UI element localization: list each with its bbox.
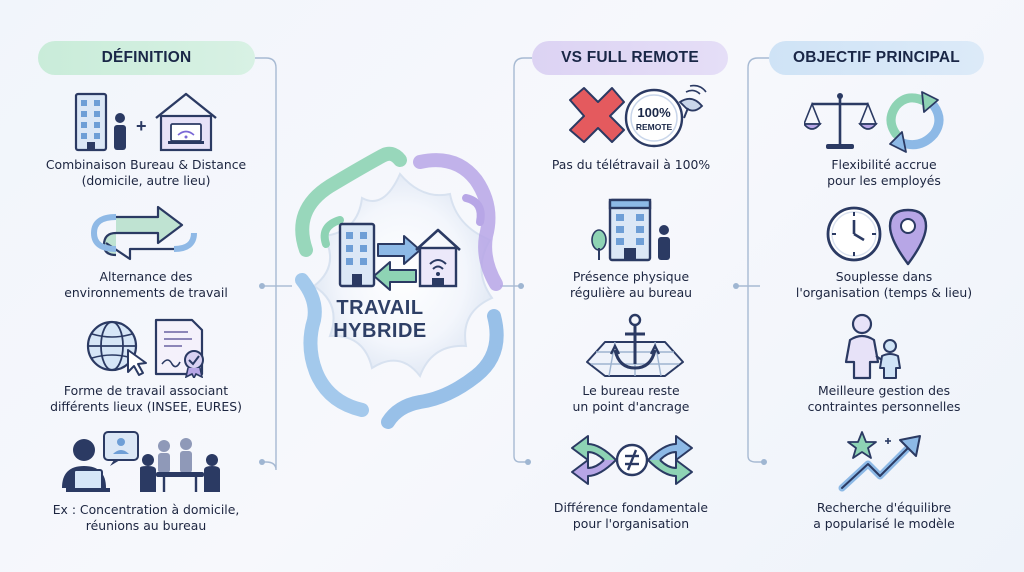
definition-item-1-icons: +: [74, 92, 217, 152]
exchange-arrows-icon: [373, 235, 421, 291]
badge-text-percent: 100%: [637, 105, 671, 120]
definition-item-3-icons: [86, 318, 204, 378]
caption-line: Alternance des: [99, 269, 193, 284]
caption-line: (domicile, autre lieu): [81, 173, 211, 188]
video-call-icon: [62, 431, 139, 492]
section-title-definition: DÉFINITION: [38, 41, 255, 75]
objectif-item-4-caption: Recherche d'équilibre a popularisé le mo…: [764, 500, 1004, 532]
parent-child-icon: [844, 313, 901, 380]
anchor-map-icon: [586, 313, 684, 377]
location-pin-icon: [888, 208, 928, 266]
caption-line: Présence physique: [572, 269, 690, 284]
tree-icon: [591, 229, 607, 260]
caption-line: Ex : Concentration à domicile,: [52, 502, 240, 517]
vs-item-4-caption: Différence fondamentale pour l'organisat…: [519, 500, 743, 532]
definition-item-3-caption: Forme de travail associant différents li…: [28, 383, 264, 415]
vs-item-3-caption: Le bureau reste un point d'ancrage: [519, 383, 743, 415]
caption-line: pour les employés: [827, 173, 941, 188]
star-trend-up-icon: [838, 431, 921, 492]
center-badge: [295, 146, 504, 429]
vs-item-1-icons: 100% REMOTE: [569, 84, 707, 148]
globe-cursor-icon: [86, 320, 147, 376]
caption-line: environnements de travail: [64, 285, 228, 300]
center-title-line-2: HYBRIDE: [333, 320, 427, 342]
section-title-vs-full-remote: VS FULL REMOTE: [532, 41, 728, 75]
definition-item-4-icons: [62, 431, 220, 492]
caption-line: Pas du télétravail à 100%: [551, 157, 711, 172]
center-title: TRAVAIL HYBRIDE: [300, 297, 460, 343]
caption-line: pour l'organisation: [572, 516, 690, 531]
definition-item-4-caption: Ex : Concentration à domicile, réunions …: [28, 502, 264, 534]
definition-item-2-caption: Alternance des environnements de travail: [28, 269, 264, 301]
caption-line: a popularisé le modèle: [813, 516, 955, 531]
plus-icon: +: [136, 116, 147, 136]
office-building-icon: [608, 198, 652, 262]
objectif-item-1-caption: Flexibilité accrue pour les employés: [764, 157, 1004, 189]
vs-item-2-caption: Présence physique régulière au bureau: [519, 269, 743, 301]
person-icon: [114, 113, 126, 150]
caption-line: régulière au bureau: [569, 285, 693, 300]
caption-line: réunions au bureau: [85, 518, 207, 533]
vs-item-1-caption: Pas du télétravail à 100%: [519, 157, 743, 173]
alternating-arrows-icon: [90, 205, 197, 261]
remote-badge-icon: 100% REMOTE: [624, 88, 684, 148]
caption-line: Combinaison Bureau & Distance: [45, 157, 247, 172]
caption-line: Flexibilité accrue: [831, 157, 937, 172]
meeting-table-icon: [140, 438, 220, 492]
caption-line: Différence fondamentale: [553, 500, 709, 515]
caption-line: Forme de travail associant: [63, 383, 229, 398]
caption-line: différents lieux (INSEE, EURES): [50, 399, 242, 414]
vs-item-2-icons: [591, 198, 670, 262]
home-laptop-icon: [155, 92, 217, 152]
caption-line: Souplesse dans: [835, 269, 933, 284]
badge-text-remote: REMOTE: [636, 122, 673, 132]
certificate-document-icon: [154, 318, 204, 378]
section-title-objectif: OBJECTIF PRINCIPAL: [769, 41, 984, 75]
caption-line: Recherche d'équilibre: [816, 500, 952, 515]
home-wifi-icon: [415, 228, 461, 288]
caption-line: Le bureau reste: [582, 383, 680, 398]
office-building-icon: [338, 222, 376, 288]
objectif-item-1-icons: [804, 91, 944, 153]
center-title-line-1: TRAVAIL: [336, 297, 424, 319]
satellite-dish-icon: [678, 84, 707, 119]
caption-line: l'organisation (temps & lieu): [795, 285, 973, 300]
clock-icon: [826, 206, 882, 262]
objectif-item-2-caption: Souplesse dans l'organisation (temps & l…: [764, 269, 1004, 301]
objectif-item-3-caption: Meilleure gestion des contraintes person…: [764, 383, 1004, 415]
red-cross-icon: [569, 87, 625, 143]
office-building-icon: [74, 92, 108, 152]
balance-scale-icon: [804, 93, 878, 149]
caption-line: Meilleure gestion des: [817, 383, 951, 398]
definition-item-1-caption: Combinaison Bureau & Distance (domicile,…: [28, 157, 264, 189]
objectif-item-2-icons: [826, 206, 928, 266]
caption-line: un point d'ancrage: [572, 399, 690, 414]
diverging-arrows-not-equal-icon: [571, 435, 693, 485]
caption-line: contraintes personnelles: [807, 399, 961, 414]
person-icon: [658, 225, 670, 260]
refresh-cycle-icon: [886, 91, 944, 153]
